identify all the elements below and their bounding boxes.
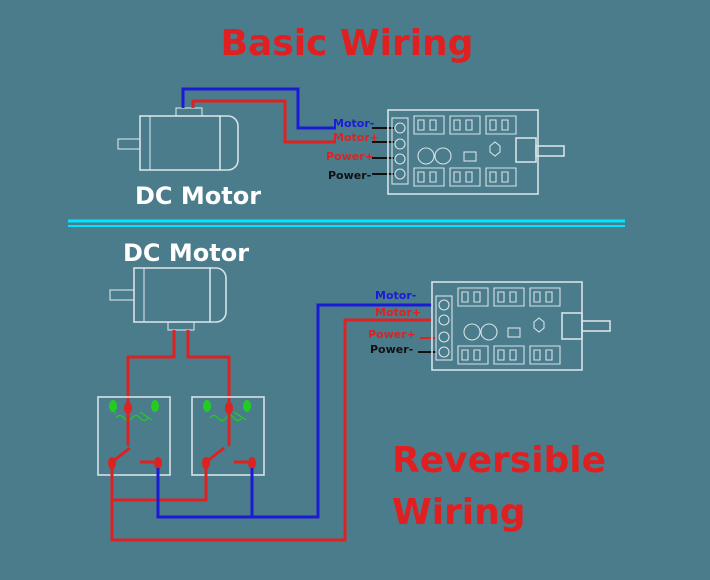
bottom-label-power-plus: Power+ [368,328,416,341]
bottom-label-power-minus: Power- [370,343,413,356]
top-dc-motor [117,107,239,171]
motor-wire-right [186,330,231,404]
top-label-power-minus: Power- [328,169,371,182]
top-label-motor-minus: Motor- [333,117,374,130]
title-wiring: Wiring [392,492,526,533]
bottom-label-motor-plus: Motor+ [375,306,421,319]
bottom-wire-motor-minus [156,303,432,519]
top-wire-motor-minus [181,87,336,130]
top-label-power-plus: Power+ [326,150,374,163]
section-divider [68,219,625,227]
bottom-label-motor-minus: Motor- [375,289,416,302]
switch-right [191,396,265,476]
bottom-wire-motor-plus [110,318,432,542]
top-controller-board [387,109,565,195]
switch-left [97,396,171,476]
bottom-motor-label: DC Motor [123,239,249,267]
bottom-wire-red-cross [112,468,208,502]
title-reversible: Reversible [392,440,606,481]
top-label-motor-plus: Motor+ [333,131,379,144]
bottom-controller-board [431,281,611,371]
top-motor-label: DC Motor [135,182,261,210]
bottom-dc-motor [109,267,227,331]
motor-wire-left [126,330,176,404]
top-wire-motor-plus [191,99,336,144]
title-basic-wiring: Basic Wiring [221,23,474,64]
